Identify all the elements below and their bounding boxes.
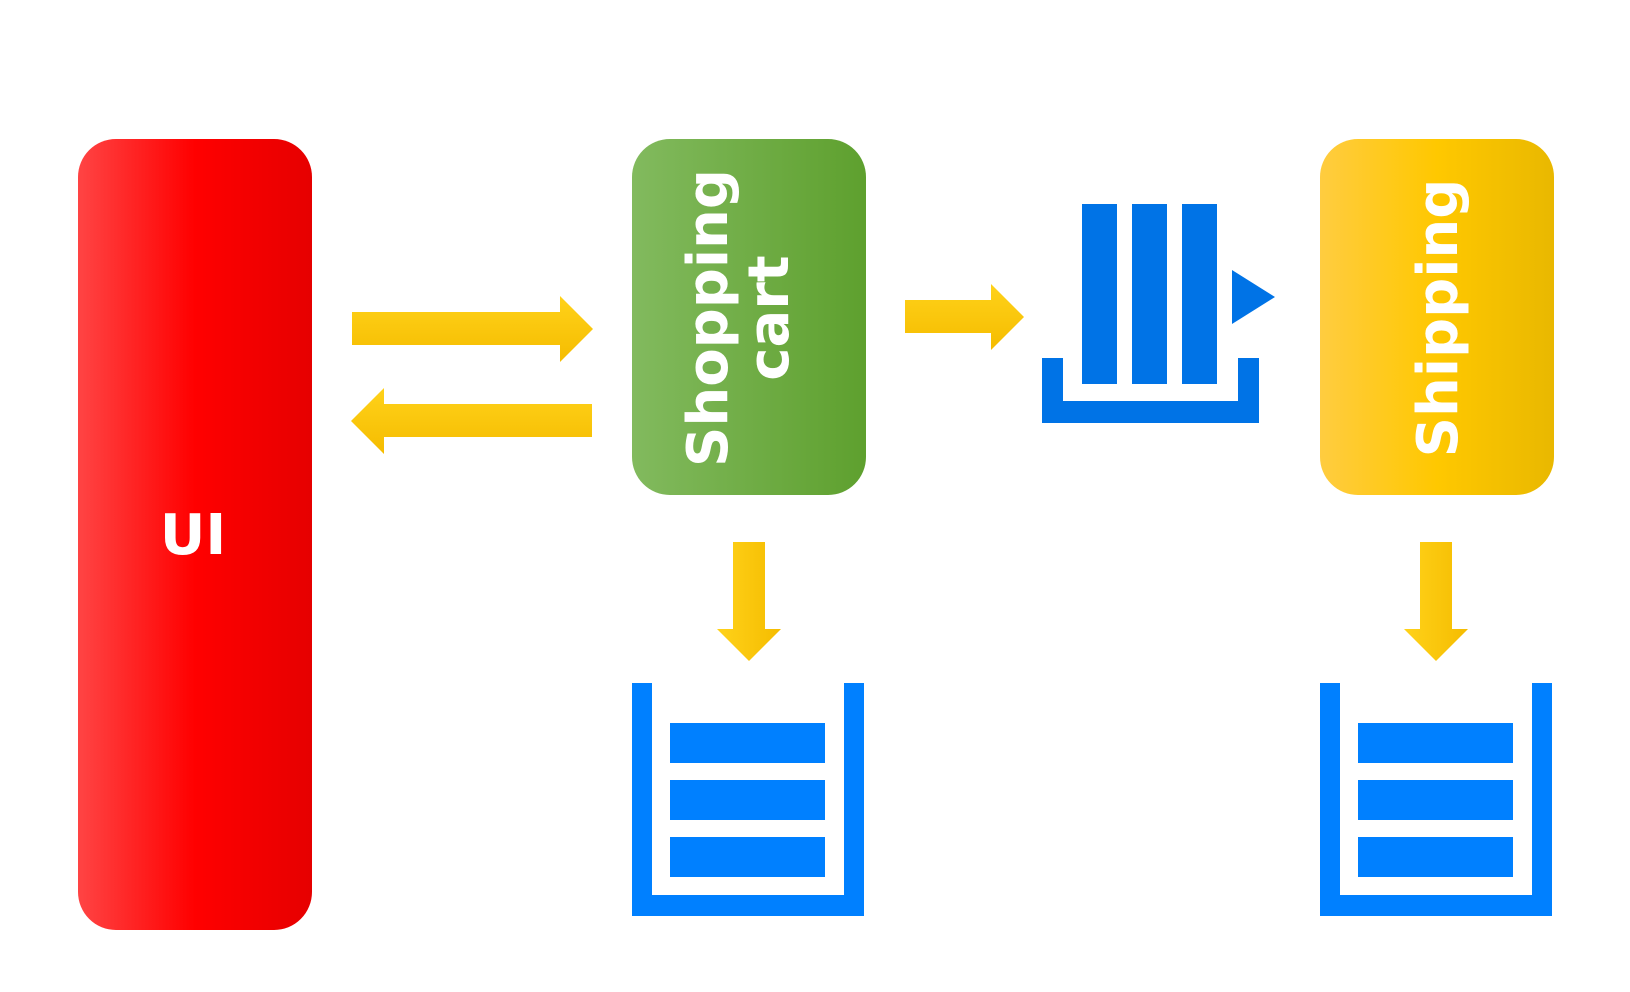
shopping-cart-label-line1: Shopping bbox=[676, 169, 741, 467]
ui-service-box bbox=[78, 139, 312, 930]
ui-service-node: UI bbox=[78, 139, 312, 930]
arrow-ui-to-cart bbox=[352, 296, 593, 362]
ui-service-label: UI bbox=[160, 503, 226, 568]
shipping-service-box bbox=[1320, 139, 1554, 495]
queue-bar-3 bbox=[1182, 204, 1217, 384]
arrow-shipping-to-database bbox=[1404, 542, 1468, 661]
arrow-cart-to-database bbox=[717, 542, 781, 661]
shopping-cart-label-line2: cart bbox=[737, 255, 802, 380]
cart-database-record-3 bbox=[670, 837, 825, 877]
shopping-cart-service-box bbox=[632, 139, 866, 495]
cart-database-icon bbox=[632, 683, 864, 916]
cart-database-record-2 bbox=[670, 780, 825, 820]
shipping-service-node: Shipping bbox=[1320, 139, 1554, 495]
arrow-cart-to-ui bbox=[351, 388, 592, 454]
cart-database-record-1 bbox=[670, 723, 825, 763]
shipping-database-icon bbox=[1320, 683, 1552, 916]
queue-bar-1 bbox=[1082, 204, 1117, 384]
shipping-database-record-2 bbox=[1358, 780, 1513, 820]
message-queue-icon bbox=[1042, 204, 1275, 423]
queue-container bbox=[1042, 358, 1259, 423]
queue-direction-triangle bbox=[1232, 270, 1275, 324]
shopping-cart-service-node: Shopping cart bbox=[632, 139, 866, 495]
shipping-database-record-1 bbox=[1358, 723, 1513, 763]
queue-bar-2 bbox=[1132, 204, 1167, 384]
shipping-database-record-3 bbox=[1358, 837, 1513, 877]
shipping-service-label: Shipping bbox=[1406, 179, 1471, 458]
arrow-cart-to-queue bbox=[905, 284, 1024, 350]
